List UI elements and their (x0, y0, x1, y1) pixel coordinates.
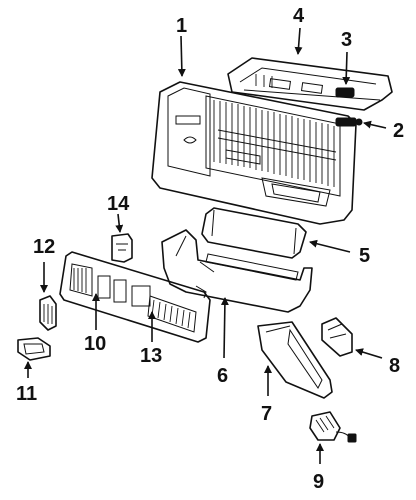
map-pocket (257, 321, 333, 399)
callout-14: 14 (107, 193, 130, 215)
panel-fastener (335, 117, 363, 127)
callout-5: 5 (359, 245, 370, 267)
door-trim-panel (151, 81, 357, 225)
callout-4: 4 (293, 5, 305, 27)
callout-labels: 1 2 3 4 5 6 7 8 9 10 11 12 13 14 (16, 5, 404, 493)
leader-lines (24, 27, 387, 464)
armrest-base (161, 229, 313, 313)
lock-switch (17, 337, 51, 361)
callout-1: 1 (176, 15, 187, 37)
callout-3: 3 (341, 29, 352, 51)
callout-8: 8 (389, 355, 400, 377)
callout-11: 11 (16, 383, 37, 405)
callout-12: 12 (33, 236, 55, 258)
switch-bezel (59, 251, 211, 343)
trim-clip (335, 87, 355, 98)
callout-7: 7 (261, 403, 272, 425)
callout-13: 13 (140, 345, 162, 367)
armrest-pad (201, 207, 307, 259)
switch-connector (309, 411, 357, 443)
callout-2: 2 (393, 120, 404, 142)
window-switch (39, 295, 57, 331)
callout-9: 9 (313, 471, 324, 493)
retainer-clip (111, 233, 133, 263)
upper-trim-panel (227, 57, 393, 111)
switch-bracket (321, 317, 353, 357)
callout-10: 10 (84, 333, 106, 355)
callout-6: 6 (217, 365, 228, 387)
